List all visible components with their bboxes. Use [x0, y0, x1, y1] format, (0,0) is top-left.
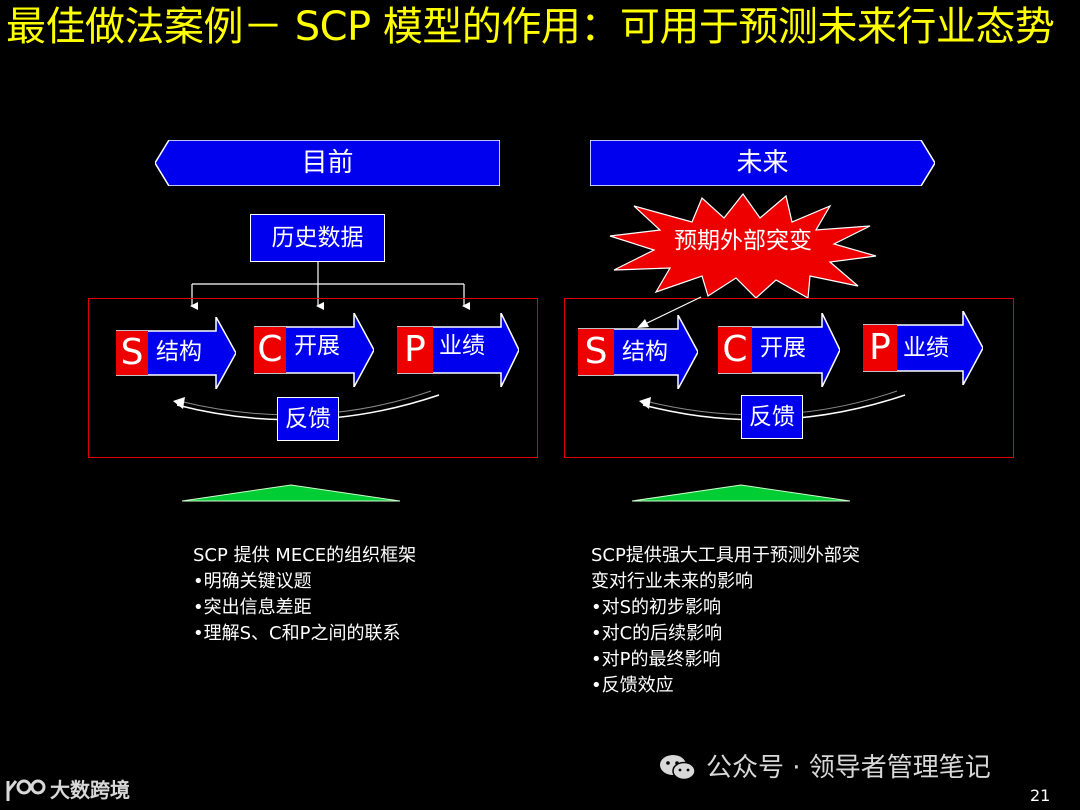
left-flow-frame: S 结构 C 开展 P 业绩 反馈 — [88, 298, 538, 458]
left-green-triangle — [182, 484, 400, 502]
left-bullets: SCP 提供 MECE的组织框架 •明确关键议题 •突出信息差距 •理解S、C和… — [193, 543, 416, 647]
right-bullet-line: •对C的后续影响 — [591, 623, 723, 644]
right-bullet-line: •反馈效应 — [591, 675, 674, 696]
left-step-p: P 业绩 — [397, 313, 519, 387]
history-data-label: 历史数据 — [271, 225, 364, 251]
left-step-s: S 结构 — [116, 317, 236, 389]
right-feedback-box: 反馈 — [741, 395, 803, 439]
step-label: 业绩 — [439, 333, 485, 359]
letter-badge: S — [116, 331, 148, 375]
step-label: 结构 — [622, 339, 668, 365]
letter-badge: P — [397, 327, 433, 373]
right-banner-shape — [590, 140, 935, 186]
left-header-banner: 目前 — [155, 140, 500, 186]
feedback-label: 反馈 — [285, 406, 331, 432]
right-step-p: P 业绩 — [863, 311, 983, 385]
right-header-banner: 未来 — [590, 140, 935, 186]
step-label: 结构 — [156, 339, 202, 365]
left-bullet-line: •明确关键议题 — [193, 571, 312, 592]
right-bullet-line: •对S的初步影响 — [591, 597, 722, 618]
feedback-label: 反馈 — [749, 404, 795, 430]
right-green-triangle — [632, 484, 850, 502]
letter-badge: C — [254, 327, 286, 373]
right-bullets: SCP提供强大工具用于预测外部突 变对行业未来的影响 •对S的初步影响 •对C的… — [591, 543, 860, 699]
left-bullet-line: •理解S、C和P之间的联系 — [193, 623, 401, 644]
left-header-label: 目前 — [301, 148, 354, 178]
burst-label: 预期外部突变 — [674, 228, 812, 254]
right-step-c: C 开展 — [718, 313, 840, 387]
left-bullet-line: SCP 提供 MECE的组织框架 — [193, 545, 417, 566]
letter-badge: S — [578, 329, 614, 375]
wechat-icon — [660, 755, 696, 781]
step-label: 开展 — [760, 335, 806, 361]
watermark-text: 公众号 · 领导者管理笔记 — [706, 753, 991, 783]
brand-logo-text: 大数跨境 — [50, 778, 130, 802]
letter-badge: P — [863, 325, 897, 371]
brand-logo-icon — [6, 779, 46, 801]
left-banner-shape — [155, 140, 500, 186]
step-label: 开展 — [294, 333, 340, 359]
slide-title: 最佳做法案例－ SCP 模型的作用：可用于预测未来行业态势 — [6, 4, 1055, 50]
right-header-label: 未来 — [736, 148, 789, 178]
right-bullet-line: 变对行业未来的影响 — [591, 571, 753, 592]
step-label: 业绩 — [903, 335, 949, 361]
letter-badge: C — [718, 327, 752, 373]
burst-pointer-arrow — [637, 296, 702, 328]
right-flow-frame: S 结构 C 开展 P 业绩 反馈 — [564, 296, 1014, 458]
left-bullet-line: •突出信息差距 — [193, 597, 312, 618]
right-bullet-line: •对P的最终影响 — [591, 649, 721, 670]
history-data-box: 历史数据 — [250, 214, 385, 262]
right-step-s: S 结构 — [578, 315, 698, 389]
left-feedback-box: 反馈 — [277, 397, 339, 441]
right-bullet-line: SCP提供强大工具用于预测外部突 — [591, 545, 860, 566]
page-number: 21 — [1030, 786, 1051, 805]
wechat-watermark: 公众号 · 领导者管理笔记 — [658, 748, 991, 788]
left-step-c: C 开展 — [254, 313, 374, 387]
external-shock-burst: 预期外部突变 — [608, 192, 878, 300]
